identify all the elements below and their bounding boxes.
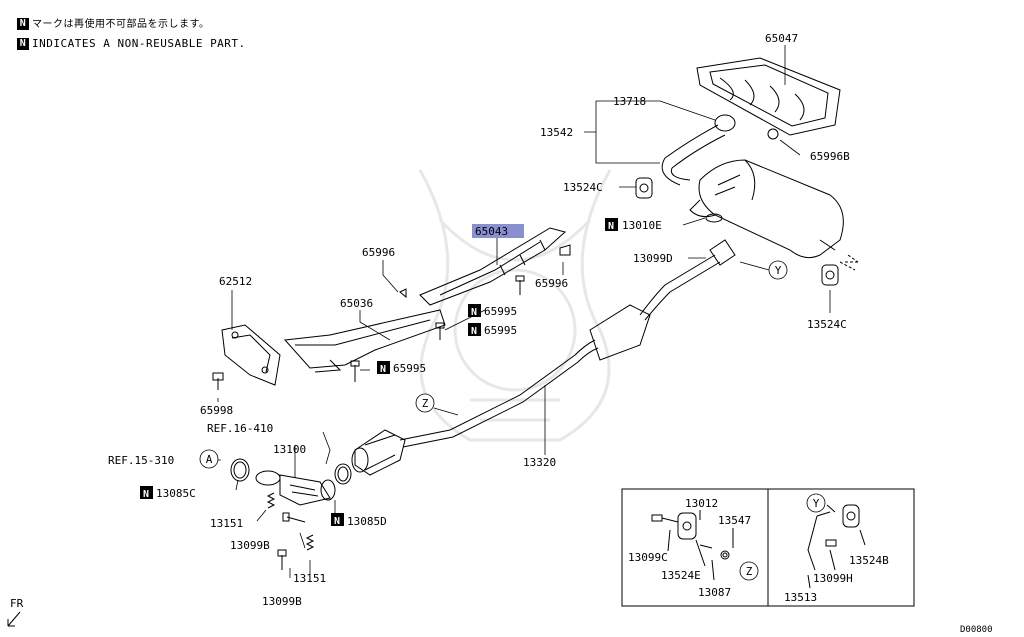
svg-text:Z: Z <box>422 397 429 410</box>
label-62512: 62512 <box>219 275 252 288</box>
label-13099c: 13099C <box>628 551 668 564</box>
heat-protector-65036[interactable] <box>283 309 446 373</box>
svg-text:A: A <box>206 453 213 466</box>
label-13524c-right: 13524C <box>807 318 847 331</box>
gasket-13085c[interactable] <box>230 458 250 482</box>
label-13718: 13718 <box>613 95 646 108</box>
label-65996-b: 65996 <box>535 277 568 290</box>
non-reusable-mark-icon: N <box>17 38 29 50</box>
label-13542: 13542 <box>540 126 573 139</box>
label-13320: 13320 <box>523 456 556 469</box>
label-ref15: REF.15-310 <box>108 454 174 467</box>
svg-text:N: N <box>471 307 477 318</box>
svg-text:N: N <box>608 221 614 232</box>
hanger-rubber-13524c[interactable] <box>635 128 859 286</box>
label-13087: 13087 <box>698 586 731 599</box>
svg-text:N: N <box>380 364 386 375</box>
label-65043: 65043 <box>475 225 508 238</box>
label-13547: 13547 <box>718 514 751 527</box>
heat-protector-62512[interactable] <box>221 324 281 386</box>
svg-text:N: N <box>471 326 477 337</box>
legend-en-text: INDICATES A NON-REUSABLE PART. <box>32 37 246 50</box>
label-13099h: 13099H <box>813 572 853 585</box>
label-13513: 13513 <box>784 591 817 604</box>
svg-text:FR: FR <box>10 597 24 610</box>
label-65996-a: 65996 <box>362 246 395 259</box>
label-ref16: REF.16-410 <box>207 422 273 435</box>
svg-text:N: N <box>334 516 340 527</box>
part-labels: 65047 13718 13542 65996B 13524C 13010E 6… <box>108 32 850 608</box>
front-direction-arrow-icon: FR <box>7 597 24 627</box>
label-13085c: 13085C <box>156 487 196 500</box>
label-13085d: 13085D <box>347 515 387 528</box>
illustration-code: D00800 <box>960 625 993 635</box>
non-reusable-mark-icon: N <box>17 18 29 30</box>
callout-y: Y <box>739 260 788 280</box>
non-reusable-marks <box>140 218 618 526</box>
label-13524b: 13524B <box>849 554 889 567</box>
label-13524c-top: 13524C <box>563 181 603 194</box>
center-pipe-13320[interactable] <box>399 254 721 448</box>
highlight-65043 <box>472 224 524 238</box>
label-13151-a: 13151 <box>210 517 243 530</box>
callout-z: Z <box>415 393 459 416</box>
label-65996b: 65996B <box>810 150 850 163</box>
label-65047: 65047 <box>765 32 798 45</box>
main-muffler[interactable] <box>689 159 844 259</box>
label-13524e: 13524E <box>661 569 701 582</box>
label-65995-a: 65995 <box>484 305 517 318</box>
label-13099b-b: 13099B <box>262 595 302 608</box>
legend-jp-text: マークは再使用不可部品を示します。 <box>32 19 210 30</box>
label-13151-b: 13151 <box>293 572 326 585</box>
svg-text:Y: Y <box>775 264 782 277</box>
label-13099b-a: 13099B <box>230 539 270 552</box>
label-65036: 65036 <box>340 297 373 310</box>
label-13012: 13012 <box>685 497 718 510</box>
svg-text:N: N <box>143 489 149 500</box>
catalytic-converter[interactable] <box>351 429 406 476</box>
tail-pipe-13542[interactable] <box>661 114 741 196</box>
heat-protector-65043[interactable] <box>419 227 567 306</box>
label-65995-b: 65995 <box>484 324 517 337</box>
svg-text:Z: Z <box>746 565 753 578</box>
label-13099d: 13099D <box>633 252 673 265</box>
non-reusable-mark-letters: N N N N N N <box>143 221 614 527</box>
label-65998: 65998 <box>200 404 233 417</box>
label-13010e: 13010E <box>622 219 662 232</box>
svg-text:Y: Y <box>813 497 820 510</box>
springs-bolts[interactable] <box>212 244 571 570</box>
front-pipe-13100[interactable] <box>255 470 336 506</box>
heat-protector-65047[interactable] <box>696 57 841 136</box>
leader-lines <box>200 45 831 578</box>
callout-a: A <box>199 449 219 469</box>
label-65995-c: 65995 <box>393 362 426 375</box>
detail-inset: Y Z 13012 13547 13099C 13524E 13087 1352… <box>621 488 915 607</box>
label-13100: 13100 <box>273 443 306 456</box>
gasket-13085d[interactable] <box>334 463 352 485</box>
